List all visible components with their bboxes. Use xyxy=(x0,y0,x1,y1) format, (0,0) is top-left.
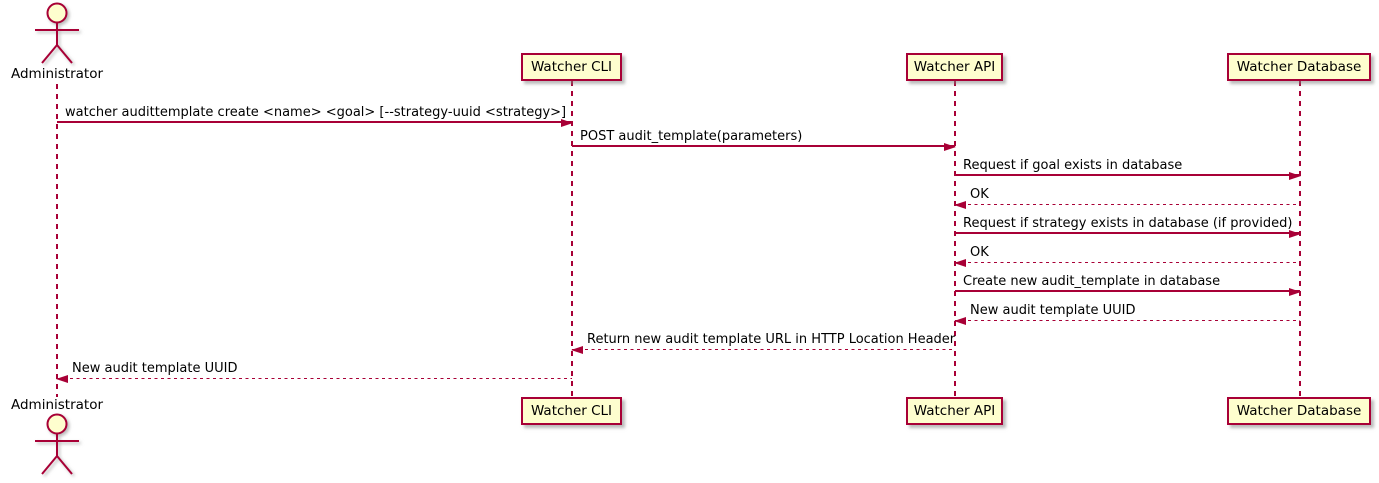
message-label: OK xyxy=(970,245,989,260)
arrowhead-icon xyxy=(571,346,583,355)
actor-icon xyxy=(35,2,79,64)
participant-label: Watcher API xyxy=(913,59,996,75)
lifeline-watcher-cli xyxy=(571,81,573,397)
message-arrow xyxy=(56,375,572,384)
arrowhead-icon xyxy=(1289,288,1301,297)
participant-label: Watcher Database xyxy=(1236,403,1362,419)
participant-watcher-cli-top: Watcher CLI xyxy=(521,53,622,81)
participant-label: Watcher Database xyxy=(1236,59,1362,75)
participant-label: Watcher API xyxy=(913,403,996,419)
participant-watcher-api-top: Watcher API xyxy=(906,53,1003,81)
actor-icon xyxy=(35,413,79,475)
message-label: Request if strategy exists in database (… xyxy=(963,216,1293,231)
message-5: Request if strategy exists in database (… xyxy=(955,215,1301,239)
message-arrow xyxy=(57,119,573,128)
message-2: POST audit_template(parameters) xyxy=(572,128,956,152)
arrowhead-icon xyxy=(1289,172,1301,181)
arrowhead-icon xyxy=(954,259,966,268)
message-label: Create new audit_template in database xyxy=(963,274,1221,289)
lifeline-watcher-database xyxy=(1299,81,1301,397)
lifeline-administrator xyxy=(56,84,58,397)
arrowhead-icon xyxy=(56,375,68,384)
message-7: Create new audit_template in database xyxy=(955,273,1301,297)
message-arrow xyxy=(572,143,956,152)
message-label: New audit template UUID xyxy=(970,303,1136,318)
actor-label-top: Administrator xyxy=(10,66,104,82)
message-arrow xyxy=(954,259,1300,268)
message-arrow xyxy=(954,201,1300,210)
participant-watcher-database-bottom: Watcher Database xyxy=(1227,397,1371,425)
arrowhead-icon xyxy=(954,201,966,210)
message-label: Request if goal exists in database xyxy=(963,158,1183,173)
actor-label-bottom: Administrator xyxy=(10,397,104,413)
message-arrow xyxy=(955,230,1301,239)
message-6: OK xyxy=(954,244,1300,268)
participant-label: Watcher CLI xyxy=(530,403,613,419)
participant-watcher-api-bottom: Watcher API xyxy=(906,397,1003,425)
message-label: watcher audittemplate create <name> <goa… xyxy=(65,105,567,120)
arrowhead-icon xyxy=(954,317,966,326)
message-8: New audit template UUID xyxy=(954,302,1300,326)
arrowhead-icon xyxy=(1289,230,1301,239)
message-label: Return new audit template URL in HTTP Lo… xyxy=(587,332,956,347)
message-label: OK xyxy=(970,187,989,202)
message-label: New audit template UUID xyxy=(72,361,238,376)
message-9: Return new audit template URL in HTTP Lo… xyxy=(571,331,956,355)
message-4: OK xyxy=(954,186,1300,210)
message-arrow xyxy=(571,346,955,355)
message-label: POST audit_template(parameters) xyxy=(580,129,803,144)
participant-label: Watcher CLI xyxy=(530,59,613,75)
message-arrow xyxy=(955,288,1301,297)
message-arrow xyxy=(955,172,1301,181)
message-10: New audit template UUID xyxy=(56,360,572,384)
message-arrow xyxy=(954,317,1300,326)
arrowhead-icon xyxy=(944,143,956,152)
message-3: Request if goal exists in database xyxy=(955,157,1301,181)
arrowhead-icon xyxy=(561,119,573,128)
participant-watcher-cli-bottom: Watcher CLI xyxy=(521,397,622,425)
message-1: watcher audittemplate create <name> <goa… xyxy=(57,104,573,128)
participant-watcher-database-top: Watcher Database xyxy=(1227,53,1371,81)
lifeline-watcher-api xyxy=(954,81,956,397)
